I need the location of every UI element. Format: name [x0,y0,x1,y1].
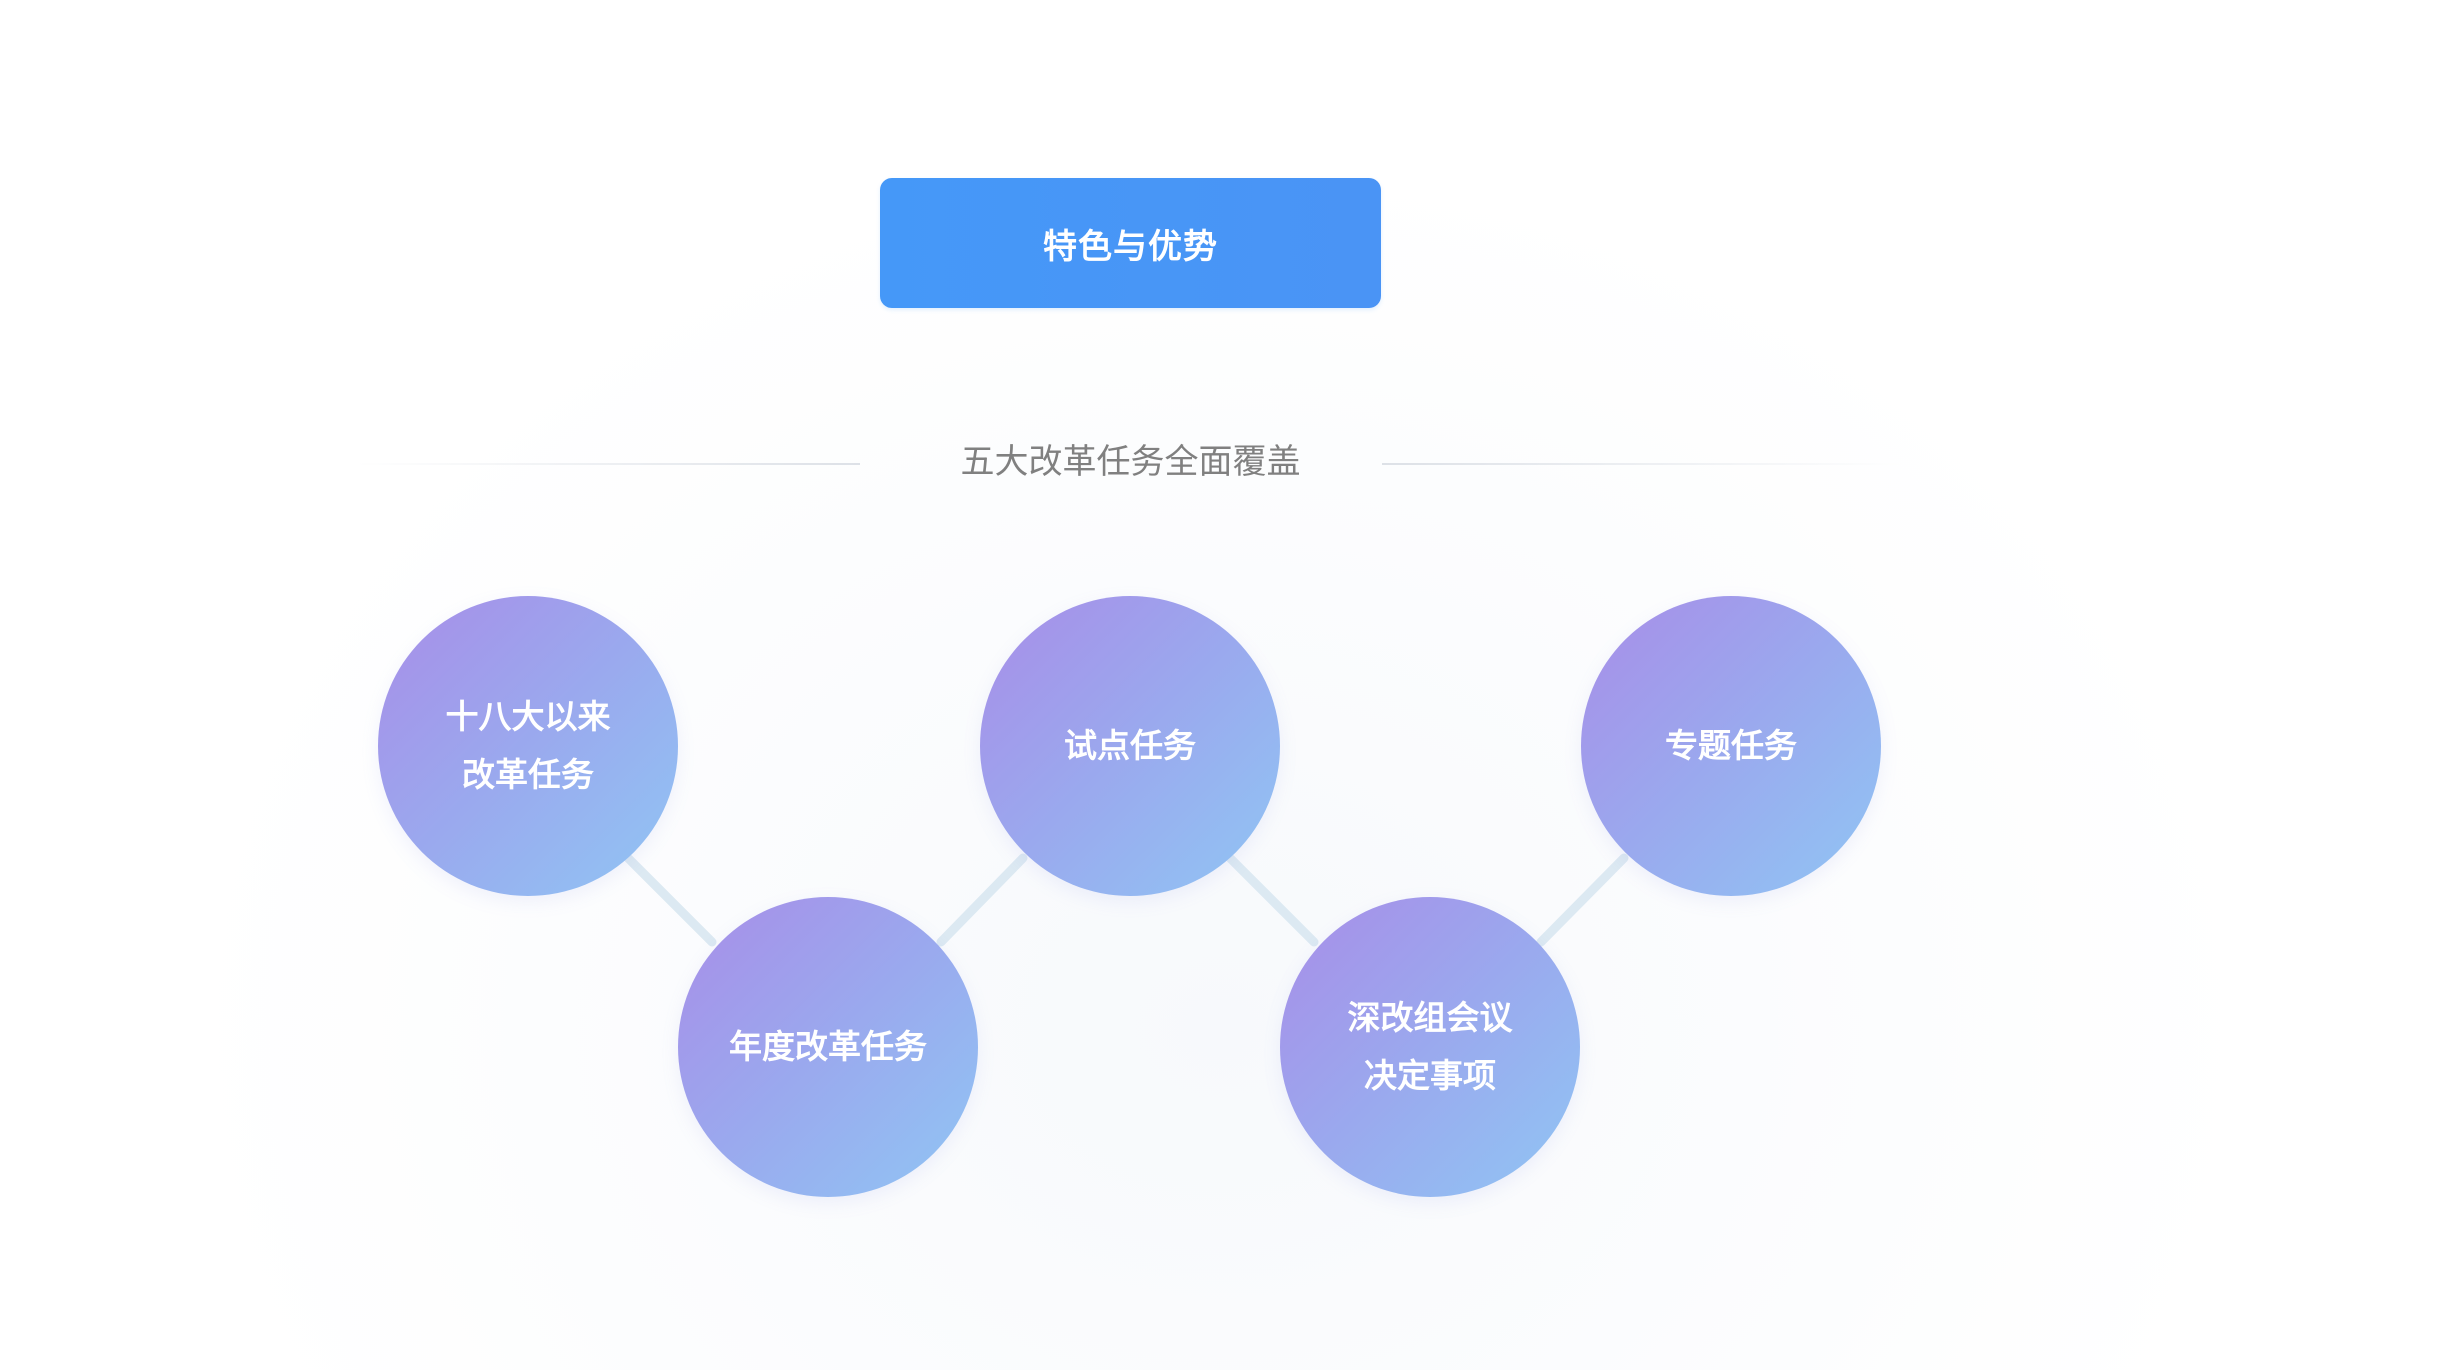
node-annual-reform[interactable]: 年度改革任务 [678,897,978,1197]
node-label-line1: 年度改革任务 [729,1027,927,1066]
node-label-line1: 专题任务 [1665,726,1797,765]
connector-1-2 [623,853,717,947]
divider-right [1382,463,1902,465]
node-special-tasks[interactable]: 专题任务 [1581,596,1881,896]
divider-left [355,463,860,465]
node-label-line2: 改革任务 [462,755,594,794]
node-since-18th-congress[interactable]: 十八大以来 改革任务 [378,596,678,896]
node-label-line1: 深改组会议 [1347,998,1513,1037]
node-label-line1: 十八大以来 [445,697,611,736]
connector-2-3 [936,853,1028,947]
section-subtitle: 五大改革任务全面覆盖 [960,442,1301,482]
node-pilot-tasks[interactable]: 试点任务 [980,596,1280,896]
section-title-label: 特色与优势 [1043,226,1218,267]
connector-4-5 [1536,853,1629,947]
node-label-line2: 决定事项 [1364,1056,1496,1095]
connector-3-4 [1225,853,1319,947]
node-label-line1: 试点任务 [1064,726,1196,765]
node-reform-group-decisions[interactable]: 深改组会议 决定事项 [1280,897,1580,1197]
section-title-button[interactable]: 特色与优势 [880,178,1381,308]
